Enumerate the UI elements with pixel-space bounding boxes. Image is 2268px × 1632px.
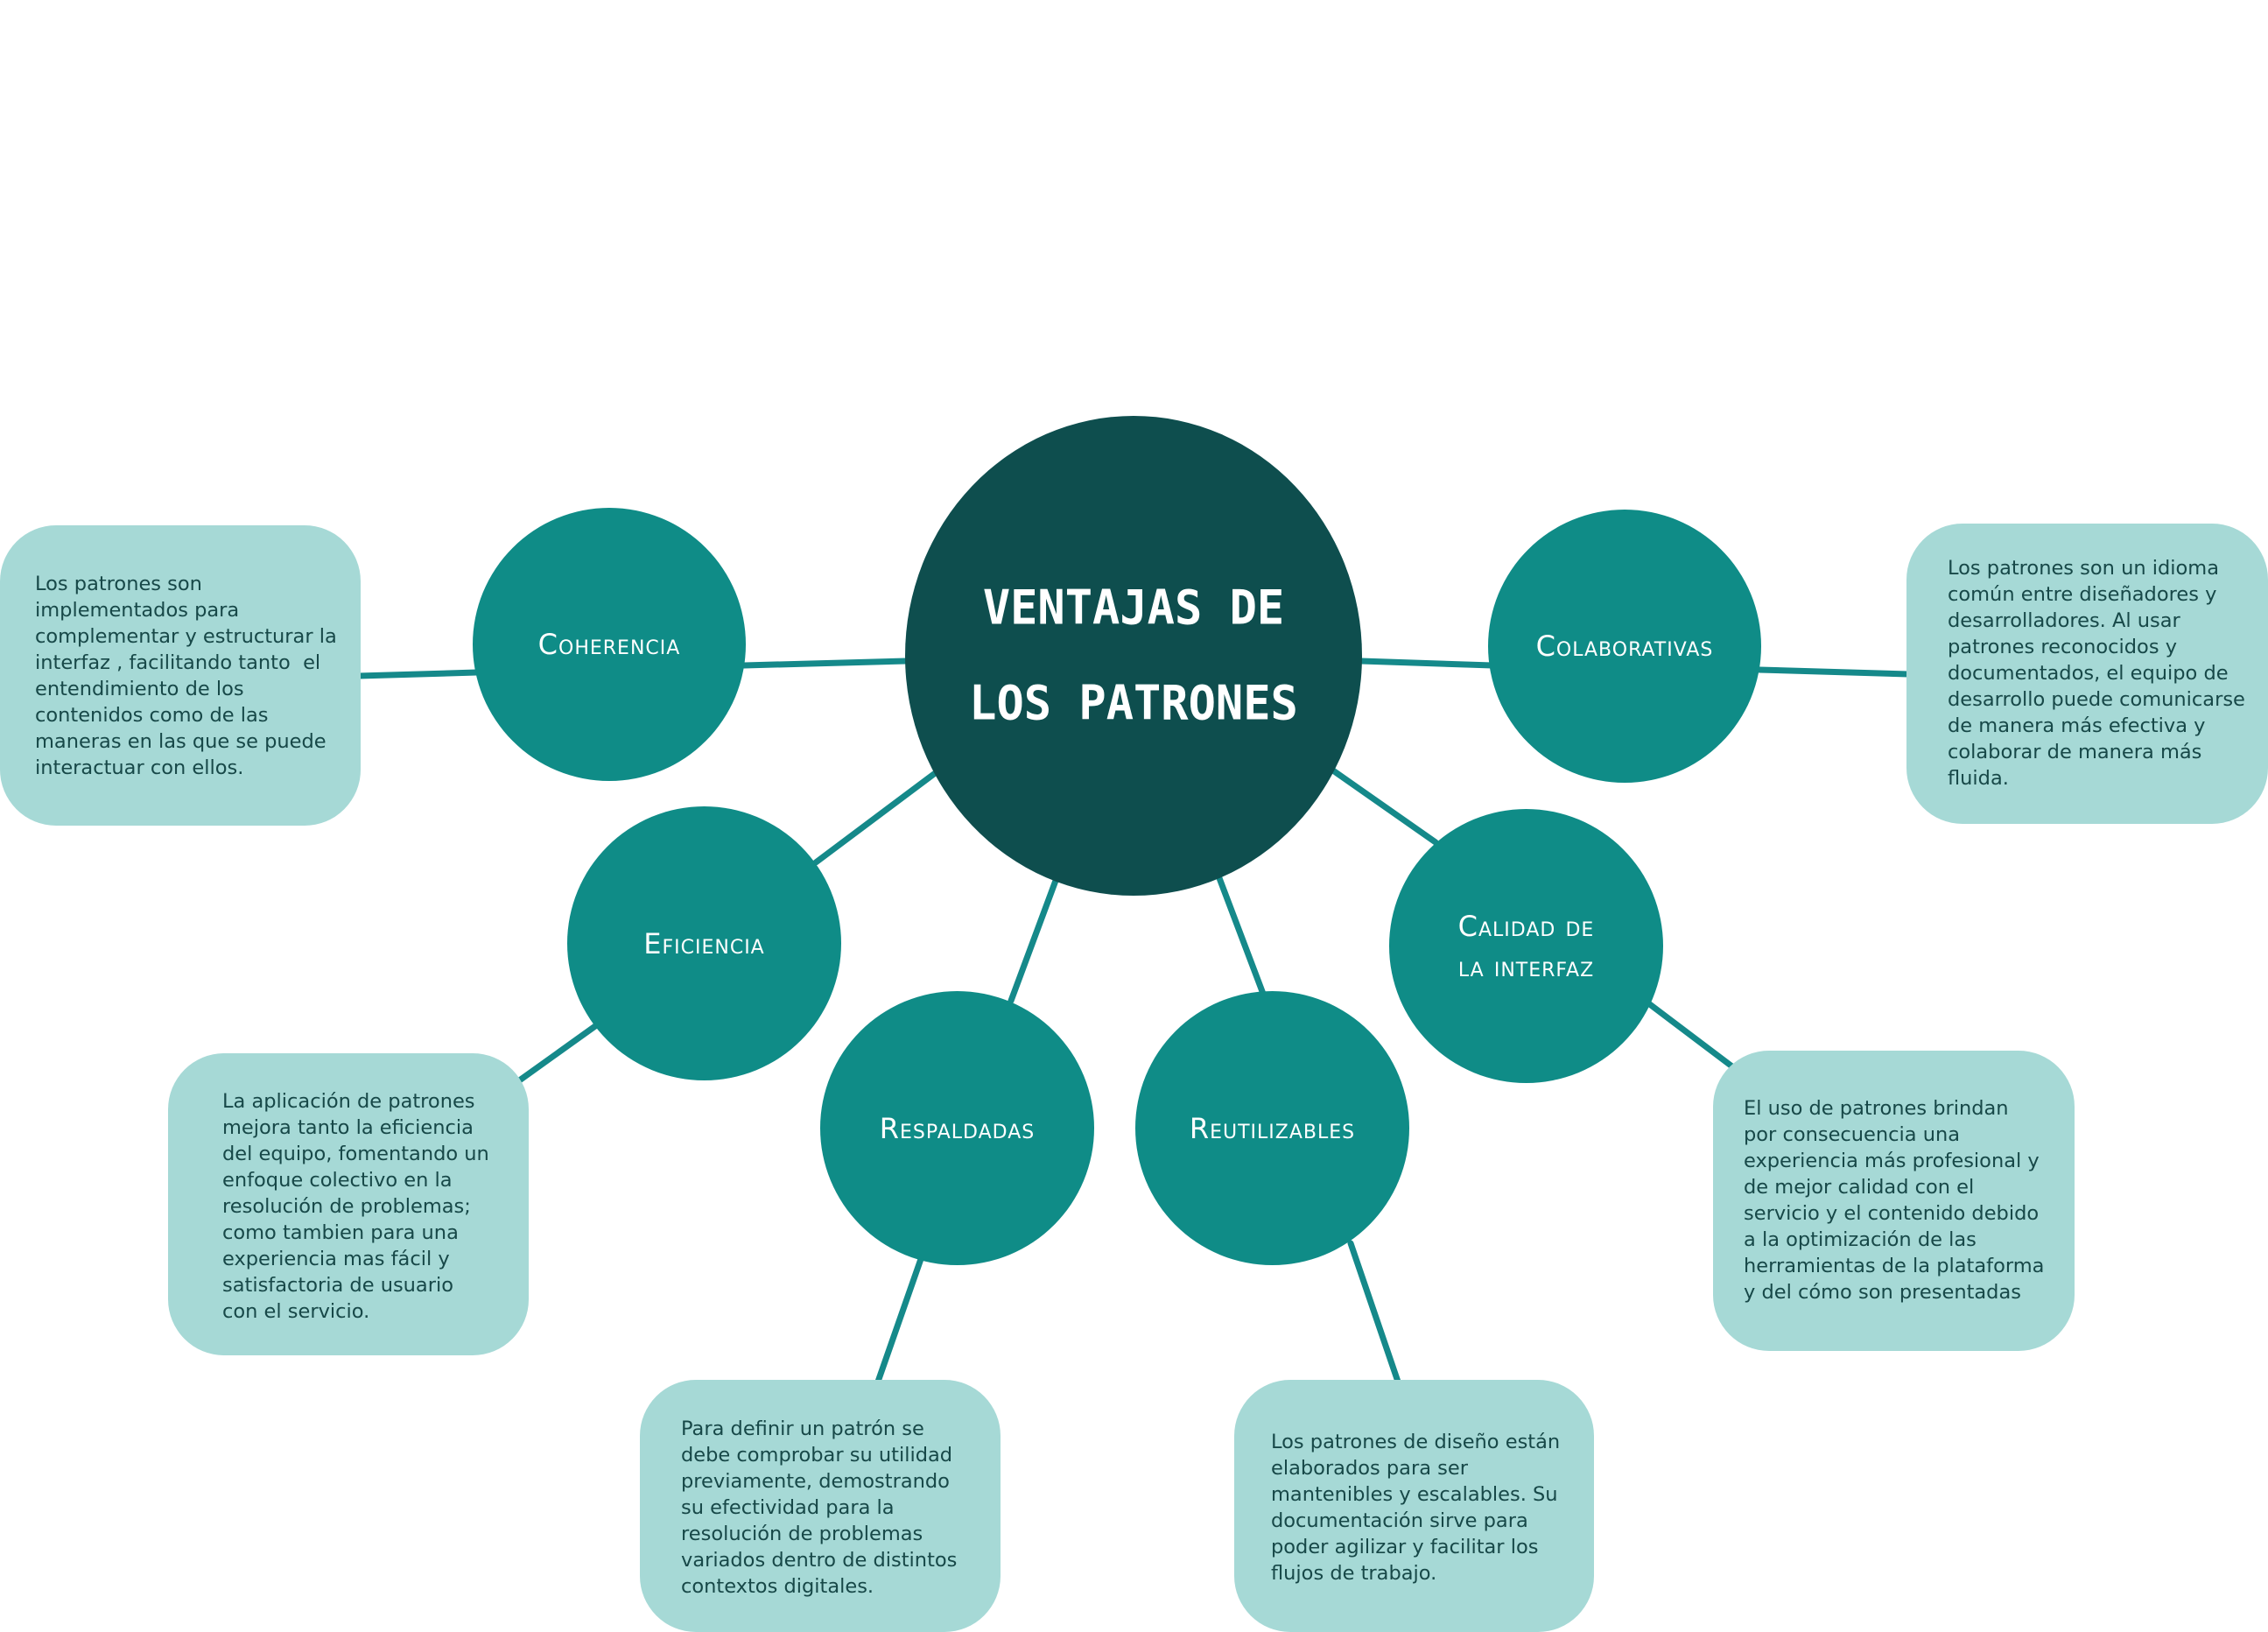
note-respaldadas: Para definir un patrón se debe comprobar … [640, 1380, 1001, 1632]
connector-center-colaborativas [1358, 658, 1496, 669]
note-line: su efectividad para la [681, 1496, 895, 1519]
note-reutilizables: Los patrones de diseño están elaborados p… [1234, 1380, 1594, 1632]
note-line: variados dentro de distintos [681, 1549, 958, 1572]
note-line: experiencia mas fácil y [222, 1248, 450, 1270]
note-line: documentación sirve para [1271, 1509, 1528, 1532]
note-line: documentados, el equipo de [1948, 662, 2229, 685]
note-line: experiencia más profesional y [1744, 1150, 2040, 1172]
note-coherencia: Los patrones son implementados para comple… [0, 525, 361, 826]
node-reutilizables-label: Reutilizables [1189, 1111, 1356, 1145]
note-line: con el servicio. [222, 1300, 370, 1323]
note-line: Los patrones son [35, 573, 202, 595]
note-line: contenidos como de las [35, 704, 269, 727]
connector-colaborativas-note [1756, 666, 1912, 678]
note-eficiencia-text: La aplicación de patrones mejora tanto la… [222, 1088, 511, 1325]
note-eficiencia: La aplicación de patrones mejora tanto la… [168, 1053, 529, 1355]
note-line: por consecuencia una [1744, 1123, 1961, 1146]
connector-center-coherencia [741, 658, 909, 669]
node-colaborativas: Colaborativas [1488, 510, 1761, 783]
note-calidad-text: El uso de patrones brindan por consecuenc… [1744, 1095, 2057, 1305]
connector-center-calidad [1327, 765, 1439, 846]
note-line: mantenibles y escalables. Su [1271, 1483, 1558, 1506]
note-line: de mejor calidad con el [1744, 1176, 1975, 1199]
note-line: flujos de trabajo. [1271, 1562, 1437, 1585]
note-line: interactuar con ellos. [35, 756, 244, 779]
note-line: patrones reconocidos y [1948, 636, 2178, 658]
note-colaborativas-text: Los patrones son un idioma común entre di… [1948, 555, 2250, 791]
note-line: como tambien para una [222, 1221, 459, 1244]
note-line: fluida. [1948, 767, 2009, 790]
node-coherencia-label: Coherencia [537, 628, 681, 661]
node-eficiencia: Eficiencia [567, 806, 841, 1080]
note-line: a la optimización de las [1744, 1228, 1977, 1251]
note-coherencia-text: Los patrones son implementados para comple… [35, 571, 343, 781]
note-colaborativas: Los patrones son un idioma común entre di… [1906, 524, 2268, 824]
node-calidad-label-line1: Calidad de [1457, 909, 1595, 943]
note-line: Los patrones son un idioma [1948, 557, 2220, 580]
note-line: Para definir un patrón se [681, 1417, 924, 1440]
connector-respaldadas-note [874, 1256, 924, 1385]
note-respaldadas-text: Para definir un patrón se debe comprobar … [681, 1416, 983, 1600]
note-line: entendimiento de los [35, 678, 244, 700]
node-reutilizables: Reutilizables [1135, 991, 1409, 1265]
connector-calidad-note [1644, 999, 1744, 1076]
note-line: mejora tanto la eficiencia [222, 1116, 474, 1139]
note-line: enfoque colectivo en la [222, 1169, 453, 1192]
note-line: contextos digitales. [681, 1575, 874, 1598]
note-line: servicio y el contenido debido [1744, 1202, 2040, 1225]
note-line: resolución de problemas; [222, 1195, 471, 1218]
note-line: El uso de patrones brindan [1744, 1097, 2009, 1120]
note-line: implementados para [35, 599, 240, 622]
note-line: La aplicación de patrones [222, 1090, 475, 1113]
note-line: y del cómo son presentadas [1744, 1281, 2021, 1304]
connector-center-reutilizables [1213, 868, 1267, 997]
note-line: complementar y estructurar la [35, 625, 337, 648]
note-line: interfaz , facilitando tanto el [35, 651, 321, 674]
node-coherencia: Coherencia [473, 508, 746, 781]
note-line: maneras en las que se puede [35, 730, 327, 753]
connector-center-eficiencia [812, 765, 944, 866]
node-calidad: Calidad de la interfaz [1389, 809, 1663, 1083]
note-line: desarrollo puede comunicarse [1948, 688, 2245, 711]
note-calidad: El uso de patrones brindan por consecuenc… [1713, 1051, 2075, 1351]
node-respaldadas-label: Respaldadas [879, 1111, 1036, 1145]
note-line: común entre diseñadores y [1948, 583, 2217, 606]
note-line: Los patrones de diseño están [1271, 1431, 1561, 1453]
note-line: satisfactoria de usuario [222, 1274, 453, 1297]
note-line: elaborados para ser [1271, 1457, 1468, 1480]
note-line: de manera más efectiva y [1948, 714, 2206, 737]
note-reutilizables-text: Los patrones de diseño están elaborados p… [1271, 1429, 1576, 1586]
note-line: resolución de problemas [681, 1523, 923, 1545]
node-eficiencia-label: Eficiencia [643, 926, 765, 960]
note-line: poder agilizar y facilitar los [1271, 1536, 1539, 1558]
connector-center-respaldadas [1008, 868, 1063, 1004]
connector-coherencia-note [355, 669, 481, 679]
note-line: debe comprobar su utilidad [681, 1444, 953, 1467]
note-line: herramientas de la plataforma [1744, 1255, 2045, 1277]
note-line: del equipo, fomentando un [222, 1143, 489, 1165]
node-colaborativas-label: Colaborativas [1535, 630, 1714, 663]
central-topic-line2: LOS PATRONES [969, 676, 1298, 732]
note-line: previamente, demostrando [681, 1470, 950, 1493]
connector-eficiencia-note [509, 1023, 599, 1089]
connector-reutilizables-note [1347, 1240, 1401, 1385]
node-respaldadas: Respaldadas [820, 991, 1094, 1265]
central-topic: VENTAJAS DE LOS PATRONES [905, 415, 1362, 897]
note-line: desarrolladores. Al usar [1948, 609, 2180, 632]
note-line: colaborar de manera más [1948, 741, 2202, 763]
node-calidad-label-line2: la interfaz [1457, 949, 1595, 983]
central-topic-line1: VENTAJAS DE [982, 580, 1285, 636]
